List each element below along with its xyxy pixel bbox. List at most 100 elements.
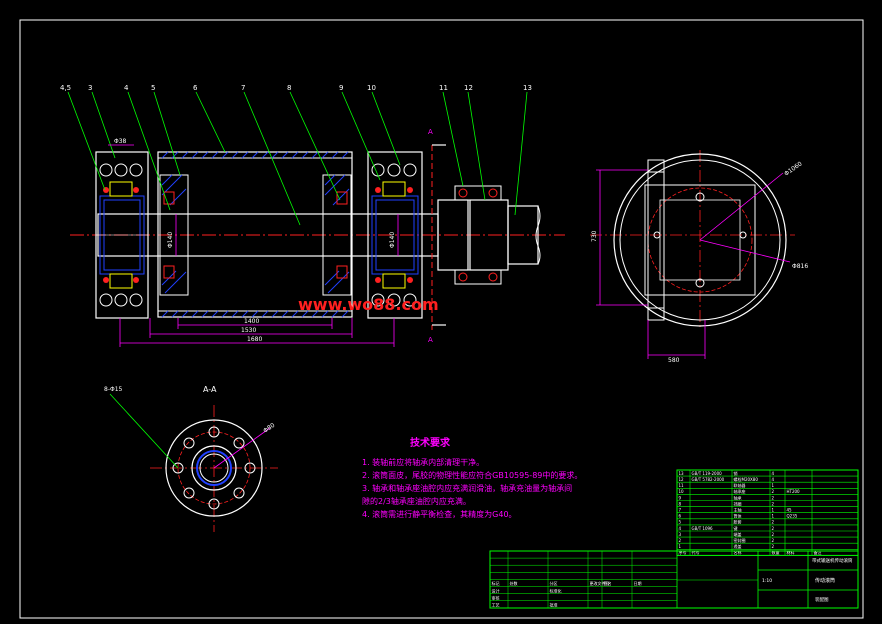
parts-cell: 联轴器: [734, 482, 746, 488]
title-left-cell: 设计: [492, 587, 500, 593]
parts-cell: 轴承: [734, 494, 742, 500]
parts-cell: 10: [679, 489, 685, 494]
parts-cell: 4: [772, 471, 775, 476]
dim-length-mid: 1530: [241, 327, 256, 334]
dim-side-height: 730: [591, 230, 598, 242]
note-line: 3. 轴承和轴承座油腔内应充满润滑油，轴承充油量为轴承间: [362, 483, 572, 493]
parts-cell: 1: [679, 544, 682, 549]
note-line: 1. 装轴前应将轴承内部清理干净。: [362, 457, 484, 467]
parts-cell: 2: [772, 489, 775, 494]
title-left-cell: 审核: [492, 594, 500, 600]
dim-length-total: 1680: [247, 336, 262, 343]
title-left-cell: 处数: [510, 580, 518, 586]
parts-cell: 11: [679, 483, 685, 488]
balloon-label: 11: [439, 84, 448, 92]
parts-cell: 2: [772, 495, 775, 500]
title-left-cell: 批准: [550, 602, 558, 608]
parts-cell: 7: [679, 508, 682, 513]
section-marker-bottom: A: [428, 336, 433, 344]
watermark: www.wo88.com: [298, 295, 439, 314]
parts-cell: 12: [679, 477, 685, 482]
parts-header-cell: 代号: [692, 549, 700, 555]
parts-cell: GB/T 5782-2000: [692, 477, 725, 482]
parts-cell: 13: [679, 471, 685, 476]
parts-cell: Q235: [787, 514, 798, 519]
parts-header-cell: 数量: [772, 549, 780, 555]
parts-cell: 键: [734, 525, 738, 531]
drum-shell: [157, 151, 353, 318]
note-line: 4. 滚筒需进行静平衡检查，其精度为G40。: [362, 509, 517, 519]
parts-cell: 筒体: [734, 513, 742, 519]
parts-cell: 2: [772, 532, 775, 537]
parts-cell: 45: [787, 508, 793, 513]
title-left-cell: 日期: [634, 580, 642, 586]
note-line: 2. 滚筒面皮，尾胶的物理性能应符合GB10595-89中的要求。: [362, 470, 582, 480]
parts-cell: 2: [772, 501, 775, 506]
parts-header-cell: 备注: [814, 549, 822, 555]
drawing-border: [19, 19, 864, 619]
dim-inner-diameter: Φ816: [792, 263, 808, 270]
balloon-label: 4,5: [60, 84, 71, 92]
section-label: A-A: [203, 385, 217, 394]
balloon-label: 7: [241, 84, 245, 92]
parts-cell: GB/T 119-2000: [692, 471, 723, 476]
parts-cell: 2: [772, 544, 775, 549]
parts-cell: 销: [734, 470, 738, 476]
dim-length-inner: 1400: [244, 318, 259, 325]
balloon-label: 3: [88, 84, 92, 92]
balloon-labels: 4,5 3 4 5 6 7 8 9 10 11 12 13: [60, 84, 532, 92]
balloon-label: 9: [339, 84, 343, 92]
parts-cell: 主轴: [734, 507, 742, 513]
dim-shaft-right: Φ140: [389, 232, 396, 248]
parts-cell: 螺栓M20X80: [734, 476, 759, 482]
balloon-leaders: [67, 91, 528, 226]
title-left-cell: 分区: [550, 580, 558, 586]
parts-cell: 1: [772, 508, 775, 513]
main-view: A A 4,5 3 4 5 6 7 8 9 10 11: [60, 84, 565, 347]
parts-cell: 挡圈: [734, 500, 742, 506]
balloon-label: 6: [193, 84, 198, 92]
parts-cell: 4: [679, 526, 682, 531]
parts-cell: 1: [772, 514, 775, 519]
balloon-label: 5: [151, 84, 155, 92]
parts-cell: 密封圈: [734, 537, 746, 543]
parts-cell: 4: [772, 477, 775, 482]
balloon-label: 13: [523, 84, 532, 92]
parts-cell: HT200: [787, 489, 801, 494]
parts-cell: 端盖: [734, 531, 742, 537]
sheet-name: 装配图: [815, 596, 829, 603]
balloon-label: 8: [287, 84, 291, 92]
dim-side-width: 580: [668, 357, 680, 364]
parts-cell: 9: [679, 495, 682, 500]
coupling: [437, 185, 541, 285]
parts-cell: 轴承座: [734, 488, 746, 494]
parts-cell: 5: [679, 520, 682, 525]
title-left-cell: 标准化: [550, 587, 562, 593]
scale-value: 1:10: [762, 578, 772, 584]
notes-title: 技术要求: [410, 436, 451, 449]
drawing-title: 传动滚筒: [815, 577, 835, 584]
technical-notes: 技术要求 1. 装轴前应将轴承内部清理干净。 2. 滚筒面皮，尾胶的物理性能应符…: [362, 436, 582, 519]
parts-cell: GB/T 1096: [692, 526, 714, 531]
dim-flange-holes: 8-Φ15: [104, 386, 123, 393]
title-left-cell: 更改文件号: [590, 580, 610, 586]
title-left-cell: 标记: [492, 580, 500, 586]
parts-cell: 2: [772, 538, 775, 543]
main-dimensions: [108, 144, 399, 347]
parts-cell: 3: [679, 532, 682, 537]
parts-cell: 2: [679, 538, 682, 543]
title-left-cell: 签名: [604, 580, 612, 586]
parts-header-cell: 名称: [734, 549, 742, 555]
shell-hatching: [161, 151, 349, 318]
title-left-cell: 工艺: [492, 603, 500, 608]
balloon-label: 12: [464, 84, 473, 92]
company-name: 带式输送机传动滚筒: [812, 557, 853, 564]
dim-shaft-left: Φ140: [167, 232, 174, 248]
side-view: 730 580 Φ1060 Φ816: [590, 150, 808, 364]
note-line: 隙的2/3轴承座油腔内应充满。: [362, 496, 471, 506]
dim-bearing-width: Φ38: [114, 138, 127, 145]
